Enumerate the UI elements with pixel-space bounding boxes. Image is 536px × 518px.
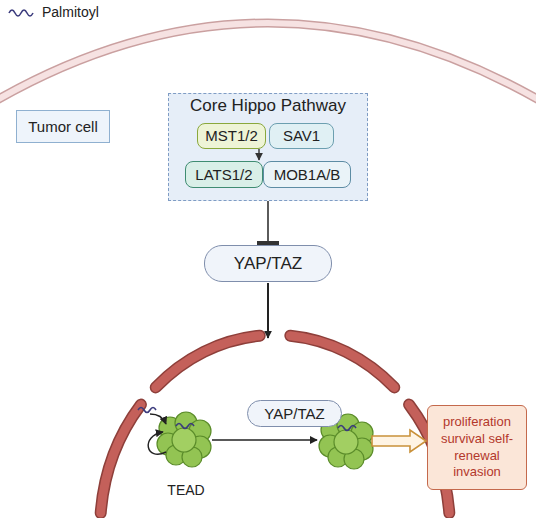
envelope-edge [290,336,394,388]
palmitoylation-arrow [150,414,166,424]
envelope-fill [290,336,394,388]
cell-membrane [0,23,536,104]
node-text: LATS1/2 [195,166,252,183]
node-text: SAV1 [283,127,320,144]
tead-protein [157,412,211,467]
legend-text: Palmitoyl [42,4,99,20]
envelope-fill [156,336,260,388]
node-text: MST1/2 [205,127,258,144]
kinase-box: MST1/2 [197,123,266,149]
coactivator-box: YAP/TAZ [204,245,332,282]
inhibition-connector [267,201,269,244]
adaptor-box: SAV1 [269,123,334,149]
node-text: proliferation survival self-renewal inva… [432,414,522,482]
node-text: Core Hippo Pathway [190,96,346,116]
cell-type-box: Tumor cell [16,110,110,143]
outcome-arrow [372,430,426,452]
kinase-box: LATS1/2 [185,161,263,188]
legend-swatch [6,5,38,19]
envelope-edge [156,336,260,388]
pathway-group: Core Hippo PathwayMST1/2 SAV1LATS1/2 MOB1A… [168,93,368,201]
envelope-fill [101,405,141,513]
cell-membrane-inner [0,23,536,104]
adaptor-box: MOB1A/B [263,161,351,188]
palmitoyl-sample [9,10,33,16]
legend-entry: Palmitoyl [6,4,99,20]
protein-label: TEAD [160,482,212,498]
translocation-arrow [267,283,269,338]
node-text: Tumor cell [28,118,97,135]
palmitoyl-group [138,408,156,413]
node-text: YAP/TAZ [234,254,302,274]
binding-arrow [212,439,317,440]
autopalmitoylation-loop [148,432,166,454]
coactivator-box: YAP/TAZ [247,400,342,427]
envelope-edge [101,405,141,513]
node-text: YAP/TAZ [264,405,324,422]
node-text: MOB1A/B [274,166,341,183]
nuclear-envelope [101,336,450,513]
outcome-box: proliferation survival self-renewal inva… [427,405,527,490]
